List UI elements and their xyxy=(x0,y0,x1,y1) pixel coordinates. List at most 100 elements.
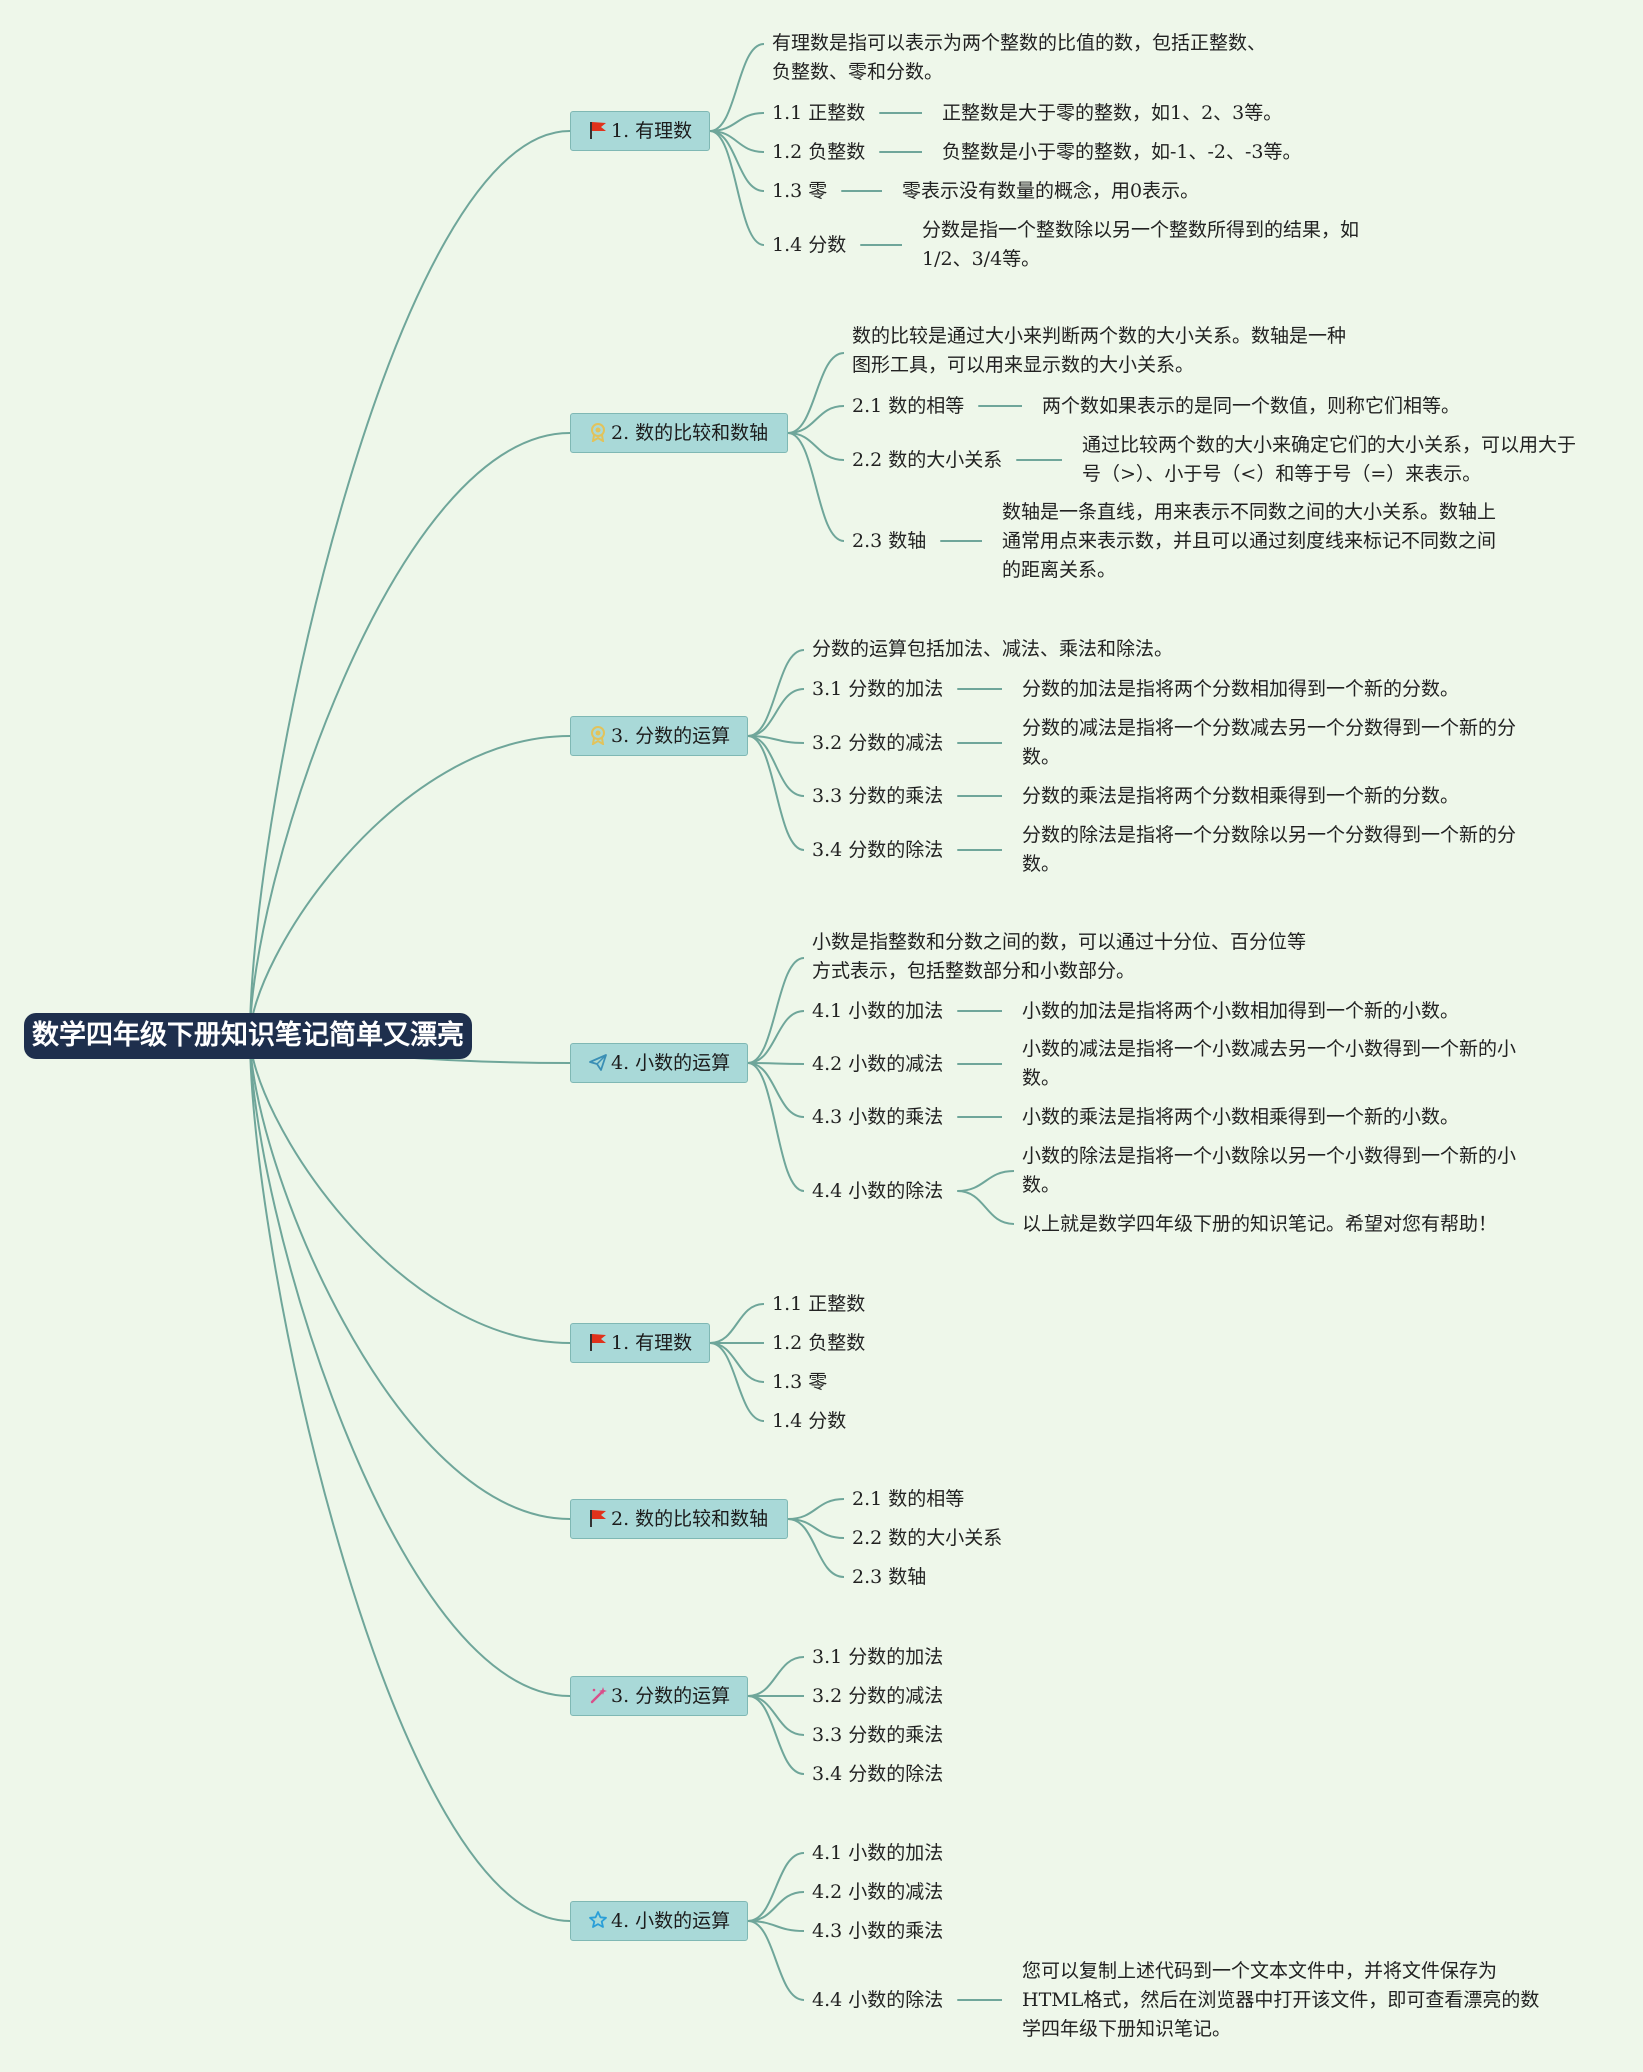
branch-intro-text: 小数是指整数和分数之间的数，可以通过十分位、百分位等方式表示，包括整数部分和小数… xyxy=(812,931,1307,982)
item-connector-5-1 xyxy=(709,1303,765,1344)
subtopic-label[interactable]: 2.3 数轴 xyxy=(852,530,927,552)
subtopic-label[interactable]: 1.4 分数 xyxy=(772,234,847,256)
subtopic-description: 零表示没有数量的概念，用0表示。 xyxy=(902,179,1200,202)
subtopic-label[interactable]: 1.4 分数 xyxy=(772,1410,847,1432)
item-connector-8-1 xyxy=(747,1852,805,1922)
subtopic-description: 负整数是小于零的整数，如-1、-2、-3等。 xyxy=(942,140,1302,163)
star-icon xyxy=(587,1902,609,1940)
subtopic-label[interactable]: 1.3 零 xyxy=(772,180,828,202)
subtopic-label[interactable]: 3.4 分数的除法 xyxy=(812,1763,944,1785)
subtopic-label[interactable]: 3.1 分数的加法 xyxy=(812,1646,944,1668)
medal-icon xyxy=(587,414,609,452)
subtopic-label[interactable]: 2.1 数的相等 xyxy=(852,395,965,417)
item-connector-8-3 xyxy=(747,1920,805,1932)
subtopic-description: 小数的除法是指将一个小数除以另一个小数得到一个新的小数。 xyxy=(1022,1145,1517,1196)
paper-plane-icon xyxy=(587,1044,609,1082)
subtopic-label[interactable]: 3.3 分数的乘法 xyxy=(812,1724,944,1746)
red-flag-icon xyxy=(587,1500,609,1538)
desc-connector xyxy=(957,1170,1015,1192)
root-connector-7 xyxy=(249,1035,571,1697)
item-connector-2-2 xyxy=(787,432,845,461)
subtopic-label[interactable]: 3.3 分数的乘法 xyxy=(812,785,944,807)
subtopic-description: 分数的减法是指将一个分数减去另一个分数得到一个新的分数。 xyxy=(1022,717,1517,768)
subtopic-description: 小数的减法是指将一个小数减去另一个小数得到一个新的小数。 xyxy=(1022,1038,1517,1089)
root-connector-8 xyxy=(249,1035,571,1922)
subtopic-label[interactable]: 2.3 数轴 xyxy=(852,1566,927,1588)
item-connector-6-3 xyxy=(787,1518,845,1578)
subtopic-label[interactable]: 1.2 负整数 xyxy=(772,1332,866,1354)
subtopic-description: 您可以复制上述代码到一个文本文件中，并将文件保存为HTML格式，然后在浏览器中打… xyxy=(1022,1959,1540,2040)
subtopic-label[interactable]: 4.1 小数的加法 xyxy=(812,1000,944,1022)
subtopic-description: 分数的加法是指将两个分数相加得到一个新的分数。 xyxy=(1022,677,1460,700)
branch-topic-7[interactable]: 3. 分数的运算 xyxy=(570,1676,748,1716)
subtopic-label[interactable]: 1.2 负整数 xyxy=(772,141,866,163)
branch-topic-label: 4. 小数的运算 xyxy=(611,1910,731,1932)
branch-topic-label: 3. 分数的运算 xyxy=(611,725,731,747)
intro-connector-4 xyxy=(747,957,805,1064)
branch-topic-8[interactable]: 4. 小数的运算 xyxy=(570,1901,748,1941)
branch-intro-text: 分数的运算包括加法、减法、乘法和除法。 xyxy=(812,638,1174,660)
item-connector-6-1 xyxy=(787,1498,845,1520)
subtopic-label[interactable]: 2.2 数的大小关系 xyxy=(852,1527,1003,1549)
item-connector-1-1 xyxy=(709,112,765,132)
magic-wand-icon xyxy=(587,1677,609,1715)
item-connector-1-4 xyxy=(709,130,765,246)
branch-topic-6[interactable]: 2. 数的比较和数轴 xyxy=(570,1499,788,1539)
item-connector-7-1 xyxy=(747,1656,805,1697)
branch-topic-2[interactable]: 2. 数的比较和数轴 xyxy=(570,413,788,453)
item-connector-3-1 xyxy=(747,688,805,737)
extra-connector xyxy=(957,1190,1015,1225)
branch-topic-5[interactable]: 1. 有理数 xyxy=(570,1323,710,1363)
subtopic-label[interactable]: 1.1 正整数 xyxy=(772,102,866,124)
subtopic-label[interactable]: 1.3 零 xyxy=(772,1371,828,1393)
root-connector-1 xyxy=(249,130,571,1037)
root-connector-3 xyxy=(249,735,571,1037)
branch-intro-text: 有理数是指可以表示为两个整数的比值的数，包括正整数、负整数、零和分数。 xyxy=(772,32,1267,83)
branch-topic-4[interactable]: 4. 小数的运算 xyxy=(570,1043,748,1083)
red-flag-icon xyxy=(587,112,609,150)
root-connector-5 xyxy=(249,1035,571,1344)
item-connector-3-4 xyxy=(747,735,805,851)
branch-topic-label: 3. 分数的运算 xyxy=(611,1685,731,1707)
subtopic-label[interactable]: 4.4 小数的除法 xyxy=(812,1180,944,1202)
subtopic-label[interactable]: 4.2 小数的减法 xyxy=(812,1881,944,1903)
item-connector-4-3 xyxy=(747,1062,805,1118)
subtopic-label[interactable]: 4.3 小数的乘法 xyxy=(812,1920,944,1942)
item-connector-7-4 xyxy=(747,1695,805,1775)
subtopic-description: 小数的加法是指将两个小数相加得到一个新的小数。 xyxy=(1022,999,1460,1022)
item-connector-1-3 xyxy=(709,130,765,192)
branch-topic-1[interactable]: 1. 有理数 xyxy=(570,111,710,151)
branch-topic-label: 1. 有理数 xyxy=(611,120,693,142)
subtopic-description: 分数是指一个整数除以另一个整数所得到的结果，如1/2、3/4等。 xyxy=(922,219,1360,270)
item-connector-7-3 xyxy=(747,1695,805,1736)
subtopic-label[interactable]: 3.1 分数的加法 xyxy=(812,678,944,700)
subtopic-description: 通过比较两个数的大小来确定它们的大小关系，可以用大于号（>）、小于号（<）和等于… xyxy=(1082,434,1577,485)
root-connector-6 xyxy=(249,1035,571,1520)
item-connector-2-3 xyxy=(787,432,845,542)
item-connector-4-1 xyxy=(747,1010,805,1064)
subtopic-label[interactable]: 3.2 分数的减法 xyxy=(812,732,944,754)
subtopic-label[interactable]: 2.2 数的大小关系 xyxy=(852,449,1003,471)
subtopic-label[interactable]: 3.4 分数的除法 xyxy=(812,839,944,861)
subtopic-description: 分数的乘法是指将两个分数相乘得到一个新的分数。 xyxy=(1022,784,1460,807)
subtopic-label[interactable]: 2.1 数的相等 xyxy=(852,1488,965,1510)
subtopic-label[interactable]: 4.2 小数的减法 xyxy=(812,1053,944,1075)
intro-connector-3 xyxy=(747,649,805,737)
subtopic-description: 分数的除法是指将一个分数除以另一个分数得到一个新的分数。 xyxy=(1022,824,1517,875)
subtopic-label[interactable]: 4.4 小数的除法 xyxy=(812,1989,944,2011)
subtopic-label[interactable]: 4.1 小数的加法 xyxy=(812,1842,944,1864)
closing-note: 以上就是数学四年级下册的知识笔记。希望对您有帮助！ xyxy=(1022,1213,1498,1235)
branch-topic-3[interactable]: 3. 分数的运算 xyxy=(570,716,748,756)
branch-topic-label: 4. 小数的运算 xyxy=(611,1052,731,1074)
subtopic-label[interactable]: 1.1 正整数 xyxy=(772,1293,866,1315)
branch-topic-label: 1. 有理数 xyxy=(611,1332,693,1354)
item-connector-5-3 xyxy=(709,1342,765,1383)
subtopic-description: 正整数是大于零的整数，如1、2、3等。 xyxy=(942,101,1283,124)
root-topic[interactable]: 数学四年级下册知识笔记简单又漂亮 xyxy=(24,1013,472,1059)
subtopic-label[interactable]: 4.3 小数的乘法 xyxy=(812,1106,944,1128)
item-connector-4-4 xyxy=(747,1062,805,1192)
medal-icon xyxy=(587,717,609,755)
subtopic-label[interactable]: 3.2 分数的减法 xyxy=(812,1685,944,1707)
